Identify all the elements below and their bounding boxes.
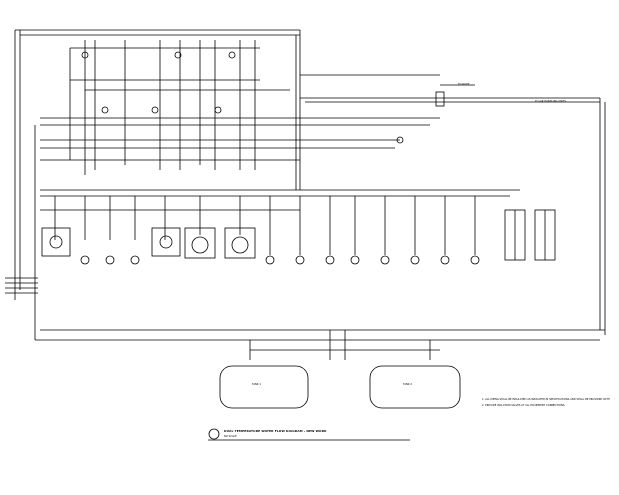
tank-label: TANK 2 (403, 383, 412, 386)
general-note: 1. ALL PIPING SHALL BE INSULATED AS INDI… (482, 398, 610, 401)
drawing-title: DUAL TEMPERATURE WATER FLOW DIAGRAM - NE… (224, 429, 327, 433)
roof-callout: TO ROOF (458, 83, 470, 86)
drawing-scale: NO SCALE (224, 435, 237, 438)
title-block: DUAL TEMPERATURE WATER FLOW DIAGRAM - NE… (206, 424, 406, 448)
general-note: 2. PROVIDE ISOLATION VALVES AT ALL EQUIP… (482, 404, 566, 407)
tank-label: TANK 1 (252, 383, 261, 386)
branch-callout: TO AIR HANDLING UNITS (535, 100, 566, 103)
